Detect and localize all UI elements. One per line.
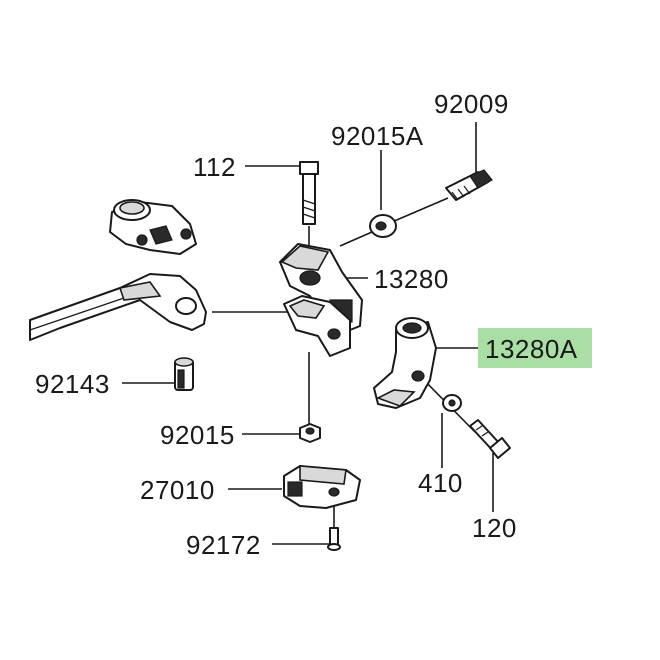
bolt-112-drawing[interactable]	[299, 161, 319, 225]
lever-assembly-drawing[interactable]	[29, 199, 207, 341]
nut-92015-drawing[interactable]	[299, 423, 321, 443]
label-92009[interactable]: 92009	[434, 89, 509, 119]
part-labels: 92009 92015A 112 13280 13280A 92143 9201…	[35, 89, 592, 560]
label-92143[interactable]: 92143	[35, 369, 110, 399]
label-120[interactable]: 120	[472, 513, 517, 543]
washer-92015A-drawing[interactable]	[369, 214, 397, 238]
label-410[interactable]: 410	[418, 468, 463, 498]
bolt-92009-drawing[interactable]	[445, 169, 493, 201]
axis-line-washer	[339, 231, 373, 247]
axis-line-bolt-92009	[391, 197, 449, 223]
label-112[interactable]: 112	[193, 152, 236, 182]
label-13280[interactable]: 13280	[374, 264, 449, 294]
holder-13280A-drawing[interactable]	[373, 317, 437, 409]
screw-92172-drawing[interactable]	[327, 527, 341, 551]
screw-120-drawing[interactable]	[469, 419, 511, 459]
clamp-lower-drawing[interactable]	[283, 295, 351, 357]
label-13280A[interactable]: 13280A	[485, 334, 578, 364]
highlight-box-13280A	[478, 328, 592, 368]
collar-92143-drawing[interactable]	[174, 357, 194, 391]
switch-27010-drawing[interactable]	[283, 465, 361, 509]
washer-410-drawing[interactable]	[442, 394, 462, 412]
label-27010[interactable]: 27010	[140, 475, 215, 505]
label-92172[interactable]: 92172	[186, 530, 261, 560]
label-92015[interactable]: 92015	[160, 420, 235, 450]
label-92015A[interactable]: 92015A	[331, 121, 424, 151]
